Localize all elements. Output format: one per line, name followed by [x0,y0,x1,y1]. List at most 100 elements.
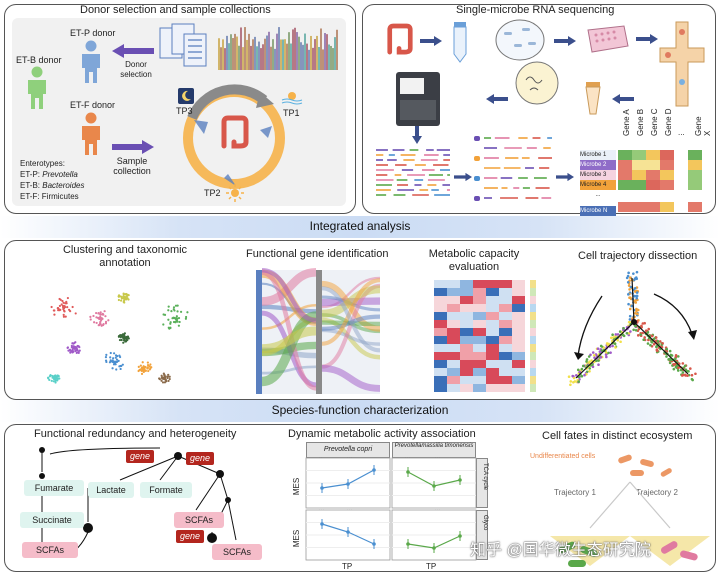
trajectory-point [644,329,648,333]
trajectory-point [674,353,678,357]
umap-point [170,310,173,313]
heatmap-cell [434,280,447,288]
trajectory-arrow [577,295,603,357]
etb-prefix: ET-B: [20,181,43,190]
umap-point [109,351,112,355]
sequencer-icon [396,72,440,126]
umap-point [121,363,124,366]
umap-point [112,352,116,355]
lactate-node: Lactate [88,482,134,498]
umap-point [48,378,51,382]
heatmap-cell [499,320,512,328]
abundance-bar [298,36,300,70]
heatmap-cell [447,288,460,296]
umap-point [71,305,74,309]
trajectory-point [612,336,615,339]
trajectory-point [641,331,644,335]
umap-point [72,346,75,349]
trajectory-point [649,343,652,347]
arrow-down-icon [412,126,422,144]
abundance-bar [270,46,272,70]
microfluidic-chip-icon [659,21,705,107]
heatmap-cell [473,360,486,368]
heatmap-cell [460,320,473,328]
trajectory-point [629,276,632,279]
microbe-n-label: Microbe N [580,206,616,216]
umap-point [175,315,178,318]
expression-cell [632,170,646,180]
heatmap-cell [434,376,447,384]
mes-point [372,468,376,472]
abundance-bar [228,43,230,70]
abundance-bar [230,34,232,70]
umap-point [162,323,165,326]
trajectory-point [632,272,635,275]
arrow-right-icon-5 [556,172,574,182]
trajectory-point [635,291,639,294]
umap-point [148,368,151,371]
trajectory-point [588,369,591,373]
heatmap-cell [473,320,486,328]
heatmap-cell [486,304,499,312]
abundance-bar [334,37,336,70]
etb-donor-label: ET-B donor [16,55,62,65]
umap-point [169,321,172,324]
etp-prefix: ET-P: [20,170,43,179]
tp2-label: TP2 [204,188,221,198]
gene-header-b: Gene B [636,108,645,136]
umap-point [97,312,100,315]
heatmap-cell [512,344,525,352]
trajectory-arrowhead [574,352,584,360]
umap-point [176,320,179,323]
sankey-flow [261,270,317,391]
trajectory-point [613,342,617,346]
trajectory-point [583,373,586,377]
heatmap-cell [460,368,473,376]
abundance-bar [336,29,338,71]
trajectory-point [590,359,593,362]
umap-point [160,374,163,377]
trajectory-point [636,312,639,316]
trajectory-path [633,321,689,375]
trajectory-point [611,333,614,337]
gene-header-x: Gene X [694,116,712,136]
expression-cell [688,170,702,180]
umap-point [104,356,108,359]
umap-point [148,365,151,368]
moon-icon [178,88,194,104]
umap-point [54,379,57,382]
trajectory1-label: Trajectory 1 [554,488,596,497]
heatmap-annotation [530,288,536,296]
heatmap-cell [512,336,525,344]
heatmap-cell [512,312,525,320]
mes-point [346,530,350,534]
expression-matrix: Gene A Gene B Gene C Gene D ... Gene X M… [578,108,714,216]
donor-panel-title: Donor selection and sample collections [80,4,271,16]
umap-point [66,346,69,349]
expression-cell [632,202,646,212]
umap-point [118,354,121,357]
heatmap-cell [460,280,473,288]
heatmap-cell [486,328,499,336]
expression-cell [632,150,646,160]
abundance-bar [222,39,224,70]
trajectory-point [643,336,646,339]
trajectory-point [567,375,571,379]
expression-cell [688,202,702,212]
umap-point [164,378,167,382]
umap-point [56,375,59,378]
glyco-label: Glyco [482,515,488,531]
umap-point [123,299,126,302]
trajectory-point [591,365,595,369]
umap-point [112,357,115,360]
umap-point [168,375,171,378]
trajectory-point [604,353,608,356]
abundance-bar [256,46,258,70]
umap-point [103,310,106,313]
abundance-bar [310,35,312,70]
heatmap-cell [460,336,473,344]
gene-tag-3: gene [176,530,205,543]
umap-point [97,324,100,327]
heatmap-cell [512,376,525,384]
tp1-label: TP1 [283,108,300,118]
